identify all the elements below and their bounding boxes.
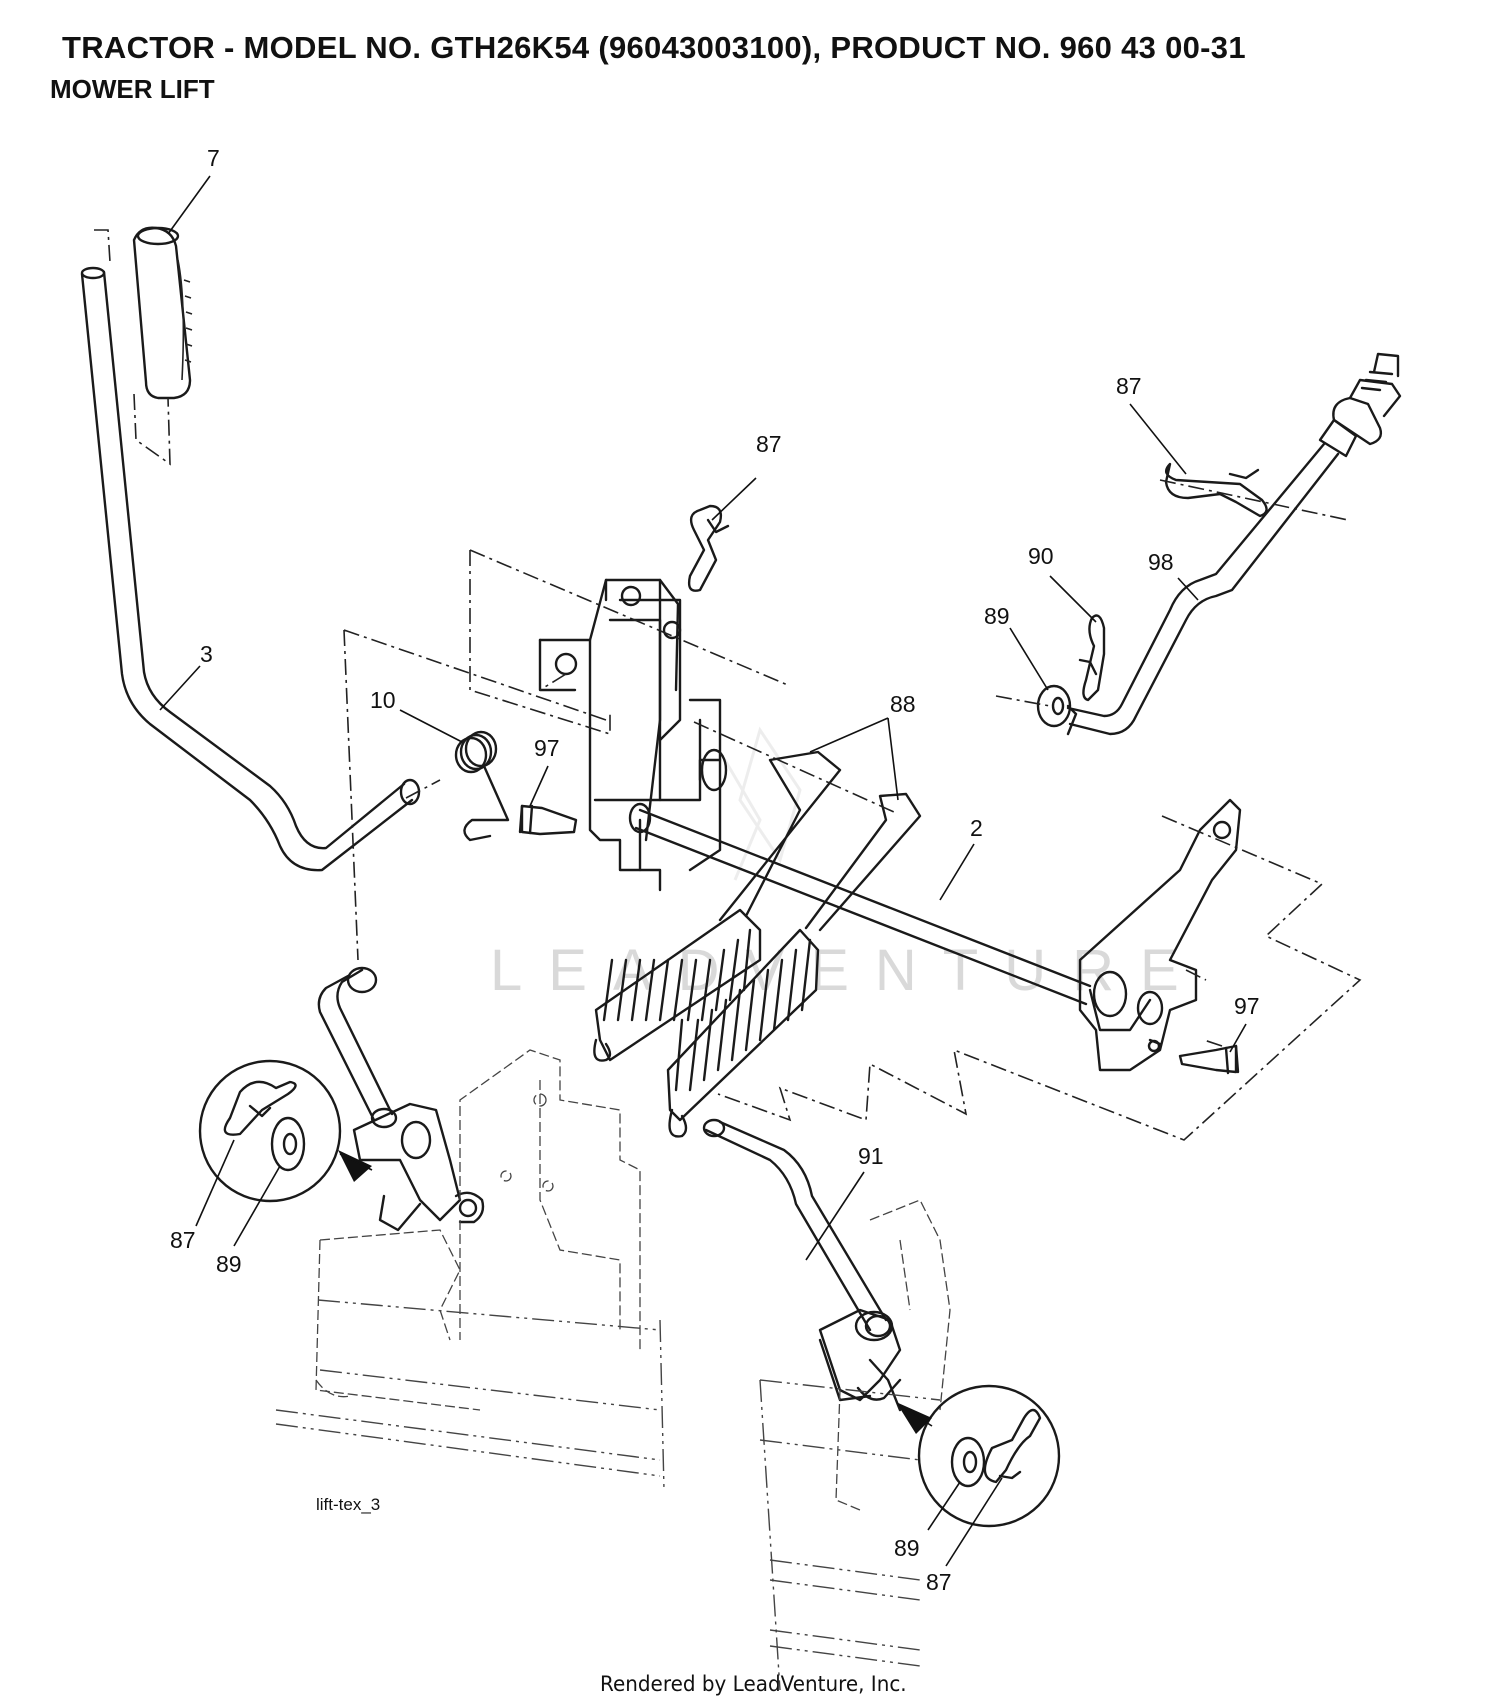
callout-7: 7 <box>207 145 220 171</box>
part-98-lift-link[interactable] <box>1066 352 1402 736</box>
callout-89-left: 89 <box>216 1251 242 1277</box>
part-88-spring-lower[interactable] <box>666 792 922 1138</box>
page-title: TRACTOR - MODEL NO. GTH26K54 (9604300310… <box>62 30 1246 65</box>
callout-89-right: 89 <box>984 603 1010 629</box>
leader-2 <box>939 843 975 901</box>
callout-2: 2 <box>970 815 983 841</box>
left-deck-plate <box>459 1049 641 1350</box>
leader-3 <box>159 665 201 711</box>
part-87-hairpin-right[interactable] <box>1164 462 1268 518</box>
leader-87-right <box>1129 403 1187 475</box>
leader-89-bottom <box>927 1481 961 1531</box>
watermark-text: LEADVENTURE <box>490 938 1205 1003</box>
part-90-hairpin[interactable] <box>1078 614 1106 702</box>
leader-89-right <box>1009 627 1049 691</box>
alignment-lines-lever <box>343 629 607 961</box>
leader-87-top <box>711 477 757 521</box>
part-3-lift-lever[interactable] <box>80 266 421 872</box>
callout-97-right: 97 <box>1234 993 1260 1019</box>
leader-89-left <box>233 1165 281 1247</box>
leader-88 <box>809 717 899 801</box>
leader-90 <box>1049 575 1097 623</box>
callout-90: 90 <box>1028 543 1054 569</box>
right-deck-hanger[interactable] <box>818 1308 902 1412</box>
right-lift-arm[interactable] <box>1078 798 1242 1072</box>
part-10-torsion-spring[interactable] <box>454 730 510 842</box>
alignment-lines-lower <box>717 815 1362 1141</box>
right-deck-outline <box>759 1379 941 1691</box>
part-89-washer-right[interactable] <box>1036 684 1072 728</box>
leader-91 <box>805 1171 865 1261</box>
alignment-lines-bracket <box>469 549 791 736</box>
left-lift-link[interactable] <box>317 966 398 1129</box>
callout-91: 91 <box>858 1143 884 1169</box>
callout-87-top: 87 <box>756 431 782 457</box>
callout-87-left: 87 <box>170 1227 196 1253</box>
footer-credit: Rendered by LeadVenture, Inc. <box>600 1672 907 1696</box>
left-deck-outline <box>275 1229 665 1491</box>
part-2-lift-shaft[interactable] <box>628 802 1092 1006</box>
drawing-id: lift-tex_3 <box>316 1495 380 1514</box>
centerline-grip-top <box>94 229 111 263</box>
detail-circle-left <box>198 1059 373 1203</box>
leader-87-bottom <box>945 1477 1003 1567</box>
callout-87-bottom: 87 <box>926 1569 952 1595</box>
part-88-spring-upper[interactable] <box>593 750 842 1062</box>
leader-87-left <box>195 1139 235 1227</box>
callout-3: 3 <box>200 641 213 667</box>
alignment-lines-bolt <box>1185 969 1223 1047</box>
callout-87-right: 87 <box>1116 373 1142 399</box>
part-97-bolt-right[interactable] <box>1178 1044 1240 1075</box>
part-87-hairpin-top[interactable] <box>687 504 730 592</box>
right-deck-plate <box>835 1199 951 1511</box>
leader-97-right <box>1229 1023 1247 1053</box>
leader-10 <box>399 709 463 743</box>
leader-98 <box>1177 577 1199 601</box>
callout-89-bottom: 89 <box>894 1535 920 1561</box>
callout-98: 98 <box>1148 549 1174 575</box>
left-deck-hanger[interactable] <box>352 1102 485 1232</box>
callout-88: 88 <box>890 691 916 717</box>
alignment-lines-link <box>995 479 1349 707</box>
part-7-handle-grip[interactable] <box>132 226 193 400</box>
leader-7 <box>167 175 211 235</box>
lift-bracket[interactable] <box>538 578 728 892</box>
centerline-grip-bottom <box>133 393 171 466</box>
callout-97-left: 97 <box>534 735 560 761</box>
page-subtitle: MOWER LIFT <box>50 74 215 104</box>
alignment-lines-shaft <box>405 673 895 813</box>
watermark-logo <box>723 726 802 881</box>
part-97-bolt-left[interactable] <box>518 804 578 836</box>
leader-97-left <box>529 765 549 807</box>
detail-circle-right <box>896 1384 1061 1528</box>
callout-10: 10 <box>370 687 396 713</box>
